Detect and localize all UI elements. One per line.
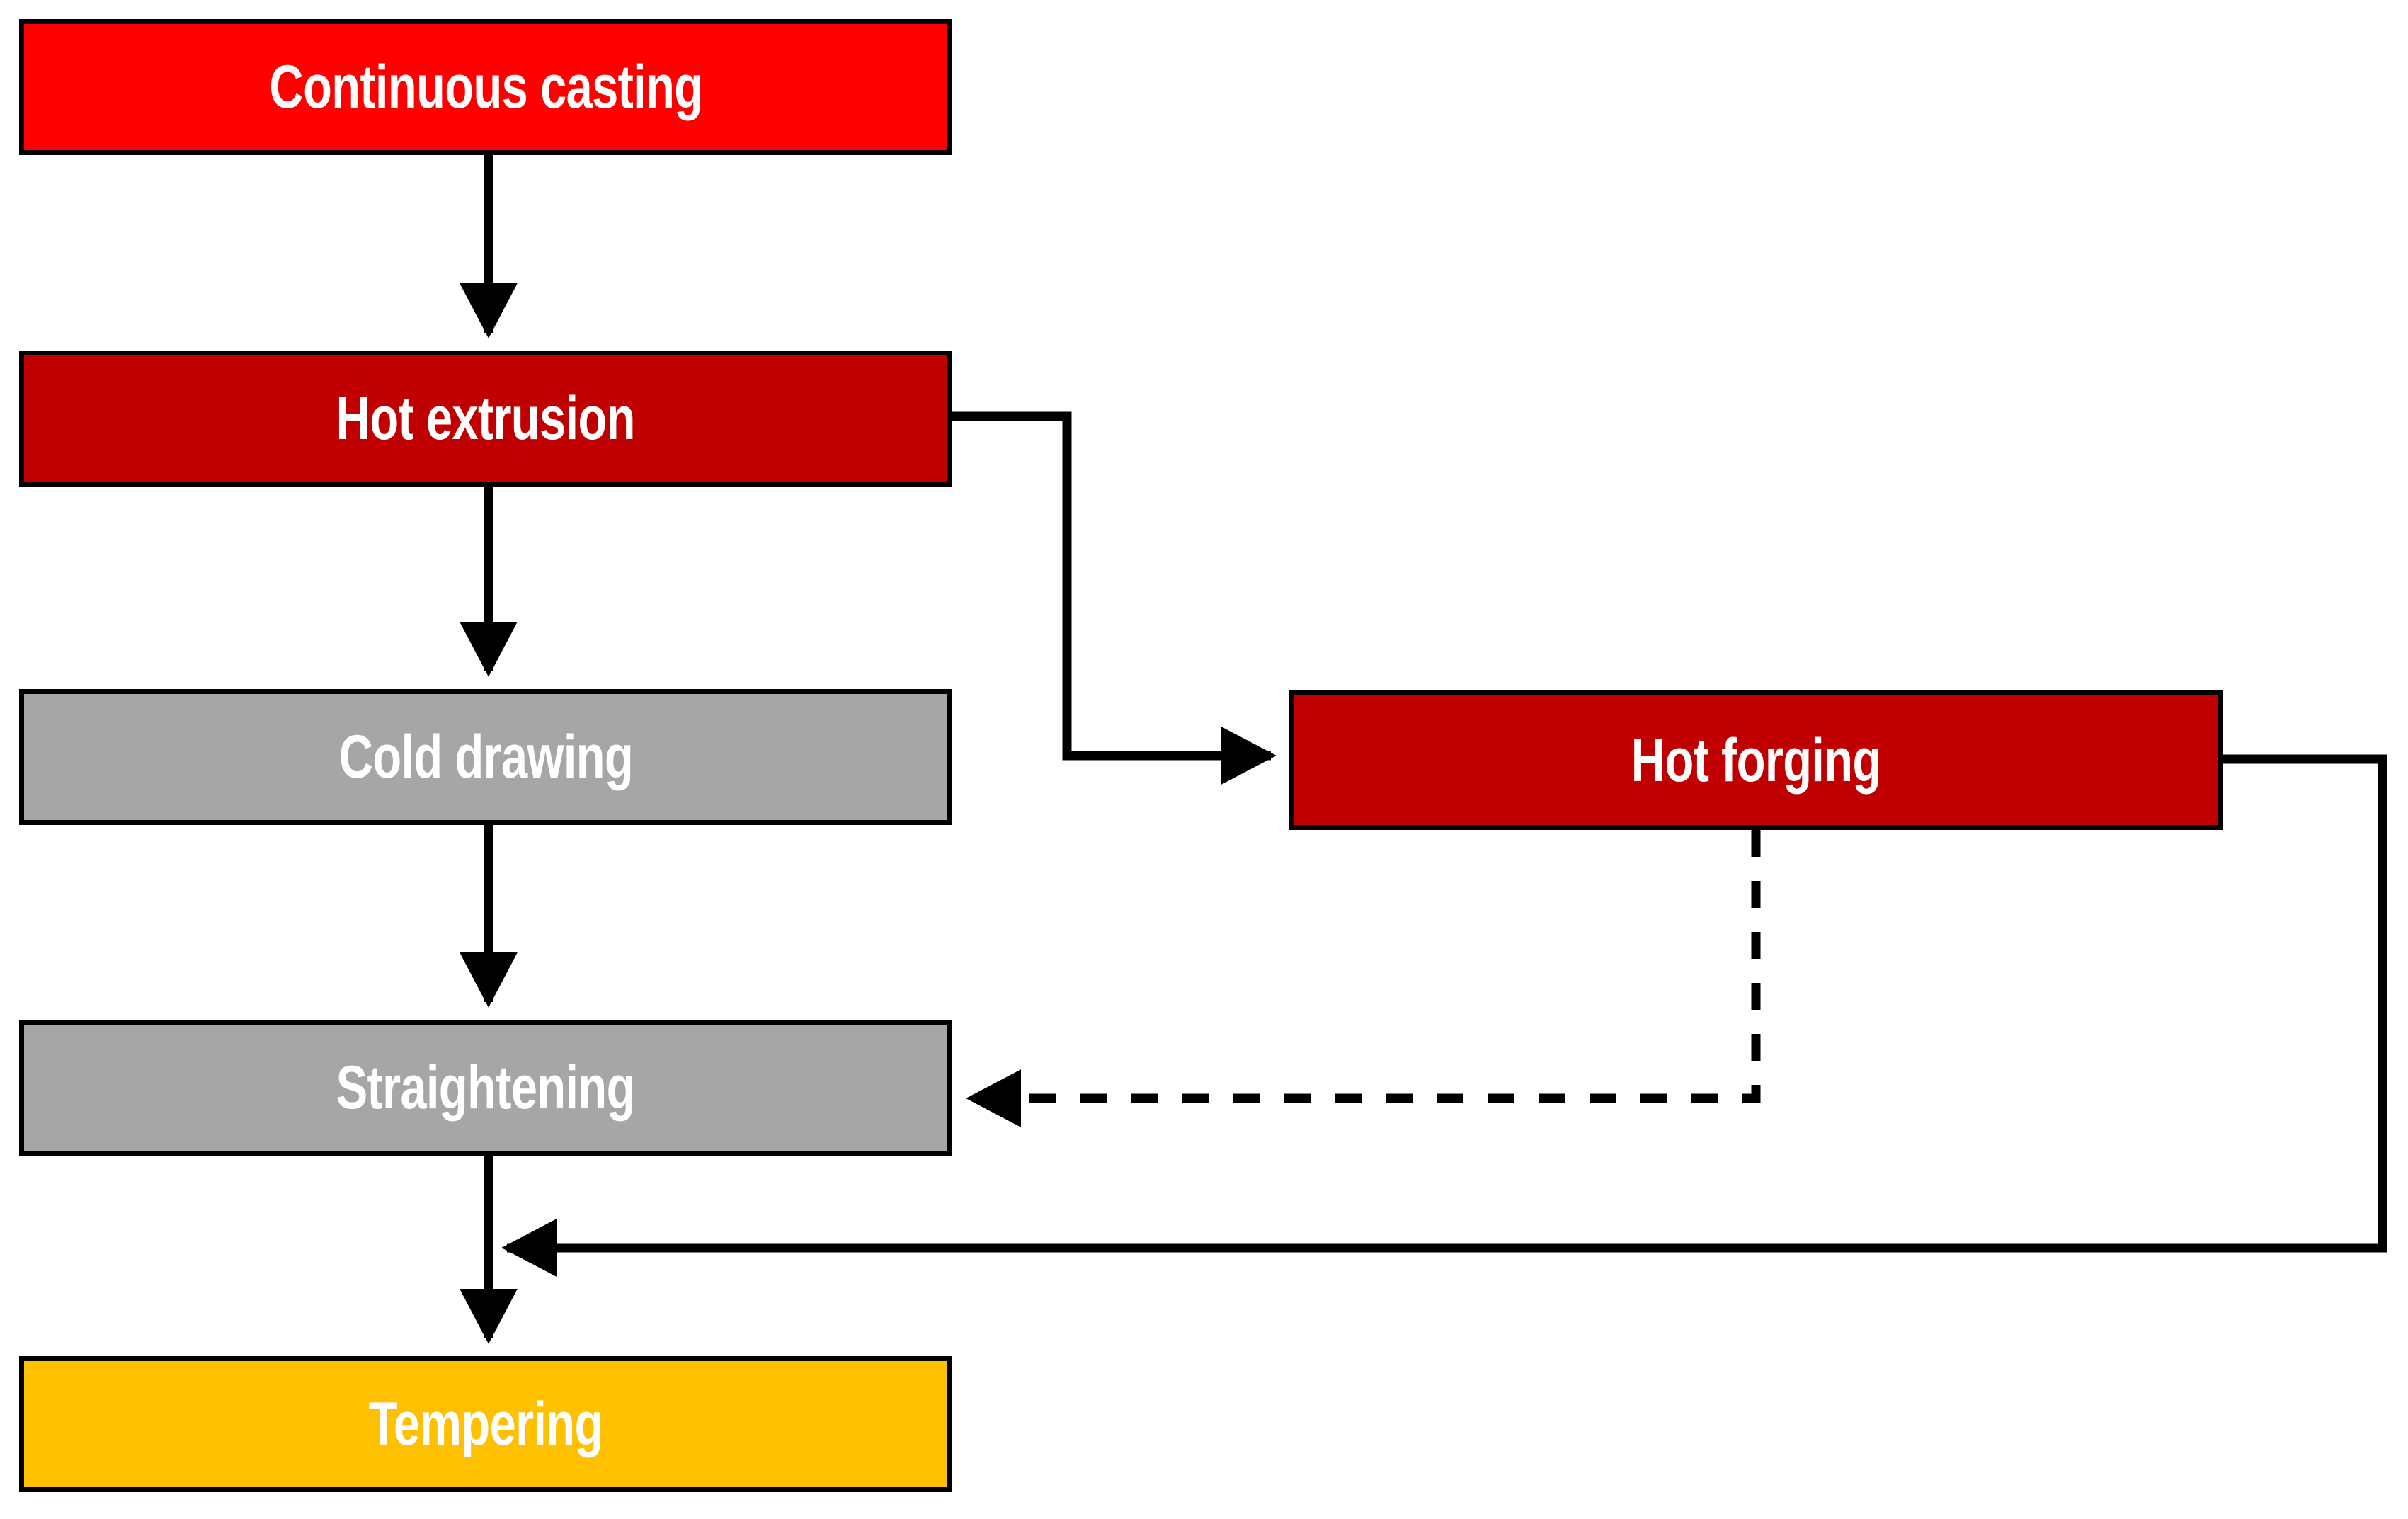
edge-hot-forging-to-straightening-dashed — [966, 830, 1761, 1127]
node-hot-forging-label: Hot forging — [1631, 726, 1882, 795]
node-continuous-casting-label: Continuous casting — [268, 53, 703, 121]
node-hot-extrusion-label: Hot extrusion — [336, 385, 636, 453]
node-straightening[interactable]: Straightening — [19, 1020, 952, 1156]
node-hot-extrusion[interactable]: Hot extrusion — [19, 351, 952, 487]
node-hot-forging[interactable]: Hot forging — [1289, 690, 2223, 830]
edge-hot-extrusion-to-hot-forging — [952, 411, 1277, 785]
node-continuous-casting[interactable]: Continuous casting — [19, 19, 952, 155]
edge-hot-forging-to-tempering — [501, 754, 2387, 1277]
node-tempering-label: Tempering — [368, 1390, 604, 1458]
node-cold-drawing-label: Cold drawing — [338, 723, 633, 791]
node-straightening-label: Straightening — [336, 1054, 636, 1122]
node-cold-drawing[interactable]: Cold drawing — [19, 689, 952, 825]
node-tempering[interactable]: Tempering — [19, 1356, 952, 1492]
